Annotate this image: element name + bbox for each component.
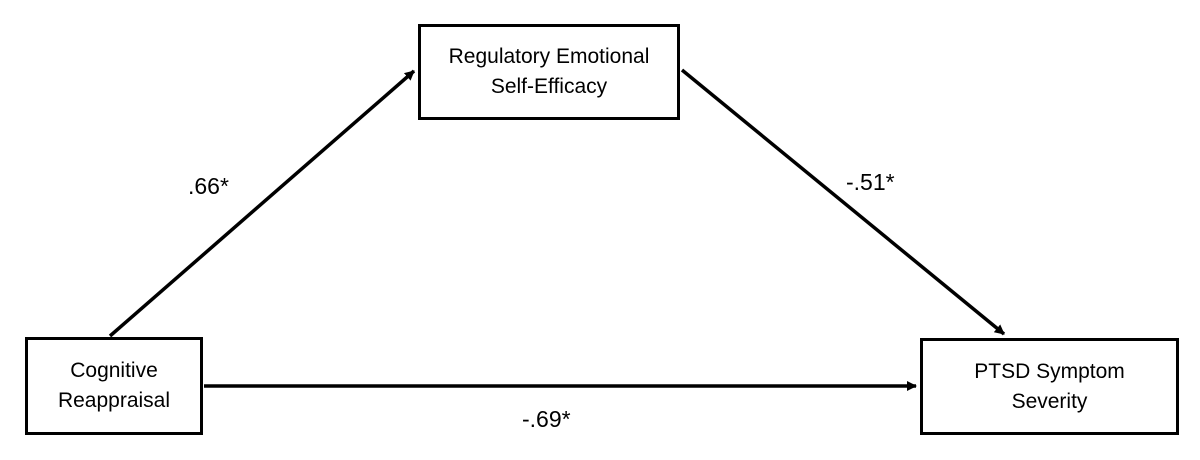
node-label-line: PTSD Symptom bbox=[974, 359, 1125, 383]
node-label-line: Regulatory Emotional bbox=[448, 45, 650, 68]
path-c-coefficient: -.69* bbox=[522, 406, 571, 432]
node-label-line: Self-Efficacy bbox=[490, 75, 608, 98]
node-label-line: Reappraisal bbox=[57, 389, 171, 412]
node-label-line: Cognitive bbox=[70, 359, 158, 382]
path-b-coefficient: -.51* bbox=[846, 169, 895, 195]
node-cognitive-reappraisal: Cognitive Reappraisal bbox=[25, 337, 203, 435]
node-regulatory-emotional-self-efficacy: Regulatory Emotional Self-Efficacy bbox=[418, 24, 680, 120]
arrow-predictor-to-mediator bbox=[108, 69, 416, 338]
arrow-mediator-to-outcome bbox=[680, 68, 1006, 336]
path-a-coefficient: .66* bbox=[188, 173, 229, 199]
node-label-line: Severity bbox=[1011, 389, 1088, 413]
node-ptsd-symptom-severity: PTSD Symptom Severity bbox=[920, 338, 1179, 435]
